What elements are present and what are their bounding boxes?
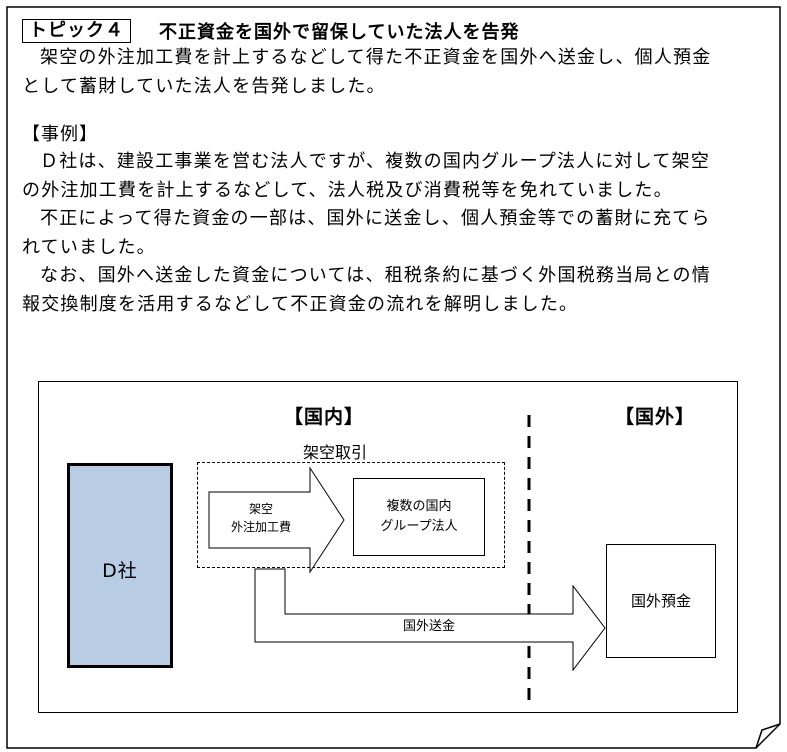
case-line: 報交換制度を活用するなどして不正資金の流れを解明しました。 xyxy=(22,293,579,315)
remittance-arrow xyxy=(254,568,606,672)
case-line: 不正によって得た資金の一部は、国外に送金し、個人預金等での蓄財に充てら xyxy=(40,208,711,229)
case-line: れていました。 xyxy=(22,236,156,258)
subcontract-arrow xyxy=(208,466,345,574)
company-d-label: D社 xyxy=(102,560,138,582)
overseas-account-label: 国外預金 xyxy=(630,592,691,610)
group-companies-box: 複数の国内 グループ法人 xyxy=(353,478,485,556)
diagram-lines xyxy=(208,415,606,704)
subcontract-arrow-label: 架空 外注加工費 xyxy=(230,502,291,534)
fictitious-transaction-box xyxy=(197,462,505,568)
company-d-box: D社 xyxy=(67,463,173,668)
topic-headline: 不正資金を国外で留保していた法人を告発 xyxy=(159,22,520,43)
case-body: Ｄ社は、建設工事業を営む法人ですが、複数の国内グループ法人に対して架空 の外注加… xyxy=(22,148,770,319)
case-line: の外注加工費を計上するなどして、法人税及び消費税等を免れていました。 xyxy=(22,179,673,201)
intro-paragraph: 架空の外注加工費を計上するなどして得た不正資金を国外へ送金し、個人預金 として蓄… xyxy=(22,44,770,101)
fictitious-transaction-label: 架空取引 xyxy=(303,443,368,462)
case-line: なお、国外へ送金した資金については、租税条約に基づく外国税務当局との情 xyxy=(40,265,711,286)
topic-title-row: トピック４ 不正資金を国外で留保していた法人を告発 xyxy=(22,18,519,44)
intro-line: として蓄財していた法人を告発しました。 xyxy=(22,75,386,97)
remittance-label: 国外送金 xyxy=(402,619,455,634)
overseas-label: 【国外】 xyxy=(615,406,696,428)
overseas-account-box: 国外預金 xyxy=(606,544,716,658)
case-line: Ｄ社は、建設工事業を営む法人ですが、複数の国内グループ法人に対して架空 xyxy=(40,151,711,172)
intro-line: 架空の外注加工費を計上するなどして得た不正資金を国外へ送金し、個人預金 xyxy=(40,47,712,68)
flow-diagram: 【国内】 【国外】 架空取引 D社 架空 外注加工費 複数の国内 グループ法人 … xyxy=(38,381,738,713)
case-label: 【事例】 xyxy=(22,124,98,145)
group-companies-label: 複数の国内 グループ法人 xyxy=(380,499,458,534)
domestic-label: 【国内】 xyxy=(284,406,365,428)
topic-badge: トピック４ xyxy=(22,19,131,43)
